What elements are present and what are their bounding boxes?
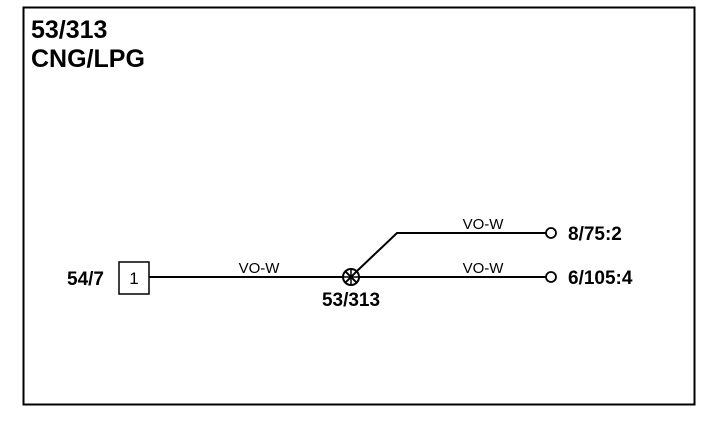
upper-destination-label: 8/75:2: [568, 224, 622, 245]
upper-branch-wire: [356, 232, 546, 272]
diagram-frame: [22, 6, 696, 406]
splice-label: 53/313: [322, 290, 380, 311]
upper-branch-color-label: VO-W: [463, 216, 505, 233]
lower-destination-label: 6/105:4: [568, 268, 633, 289]
lower-terminal: [545, 271, 557, 283]
connector-label: 54/7: [67, 269, 104, 290]
main-wire-color-label: VO-W: [239, 260, 281, 277]
splice-symbol: [342, 268, 360, 286]
title-line-1: 53/313: [31, 16, 107, 44]
lower-branch-color-label: VO-W: [463, 260, 505, 277]
connector-pin-box: [118, 261, 150, 295]
connector-pin-number: 1: [129, 269, 138, 288]
upper-terminal: [545, 227, 557, 239]
title-line-2: CNG/LPG: [31, 45, 145, 73]
